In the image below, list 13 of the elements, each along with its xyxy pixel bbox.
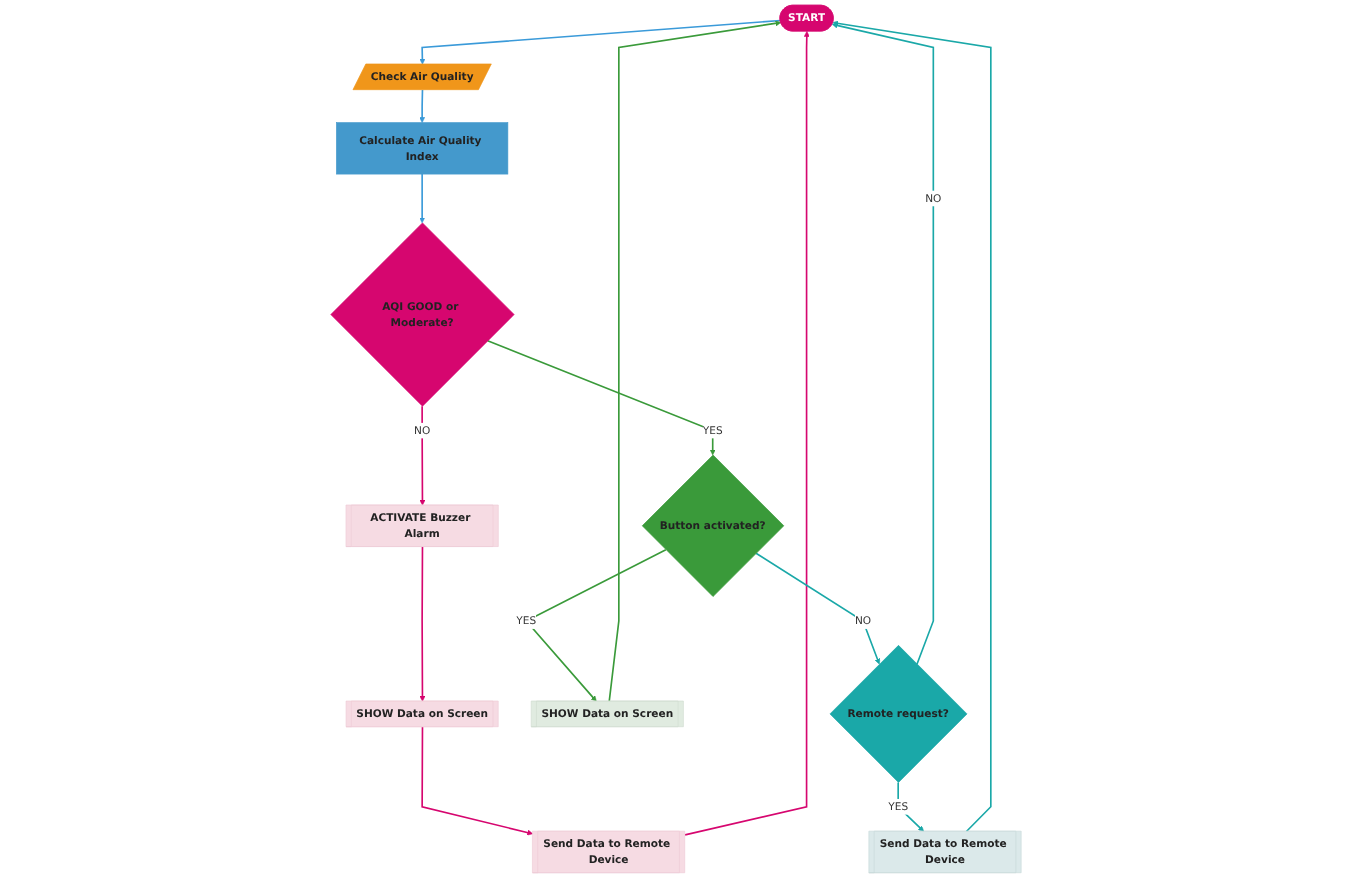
arrow (897, 781, 925, 832)
arrow (486, 339, 716, 456)
arrow (608, 20, 782, 703)
arrow (419, 19, 782, 65)
arrow (832, 20, 992, 833)
arrow (755, 552, 881, 665)
arrow (419, 173, 426, 224)
arrow (419, 405, 426, 506)
arrow (831, 22, 935, 665)
arrow (421, 726, 533, 836)
arrow (419, 89, 426, 123)
arrow (419, 546, 426, 702)
arrow (684, 31, 810, 836)
